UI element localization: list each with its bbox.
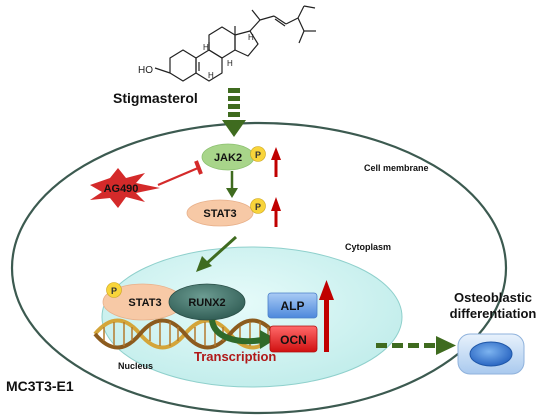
jak2-phospho-badge <box>250 146 266 162</box>
osteoblast-nucleus-icon <box>469 341 513 367</box>
stat3-nuc-phospho-label: P <box>111 286 117 296</box>
stat3-up-arrow <box>271 197 281 227</box>
stat3-nuc-label: STAT3 <box>128 297 161 309</box>
alp-box <box>267 292 318 319</box>
molecule-h-label-4: H <box>248 33 254 42</box>
outcome-label-line1: Osteoblastic <box>454 290 532 305</box>
runx2-label: RUNX2 <box>188 297 225 309</box>
cytoplasm-label: Cytoplasm <box>345 242 391 252</box>
transcription-arrow <box>209 319 276 349</box>
stat3-to-nucleus-arrow <box>196 235 238 272</box>
cell-membrane-label: Cell membrane <box>364 163 429 173</box>
ag490-label: AG490 <box>104 183 139 195</box>
molecule-ho-label: HO <box>138 65 153 76</box>
cell-line-label: MC3T3-E1 <box>6 378 74 394</box>
stigmasterol-structure: H H H H <box>154 5 316 82</box>
runx2-node <box>168 283 246 321</box>
stat3-cyto-phospho-label: P <box>255 202 261 212</box>
jak2-label: JAK2 <box>214 152 242 164</box>
jak2-up-arrow <box>271 147 281 177</box>
outcome-label-line2: differentiation <box>450 306 537 321</box>
jak2-phospho-label: P <box>255 150 261 160</box>
expression-up-arrow <box>319 280 334 352</box>
ocn-box <box>269 325 318 353</box>
molecule-name: Stigmasterol <box>113 90 198 106</box>
differentiation-arrow <box>376 336 456 355</box>
stat3-cyto-label: STAT3 <box>203 208 236 220</box>
transcription-label: Transcription <box>194 349 276 364</box>
cell-membrane-outline <box>10 121 508 415</box>
ocn-label: OCN <box>280 333 307 347</box>
ag490-inhibition-line <box>157 160 203 187</box>
stat3-cyto-node <box>186 199 254 227</box>
molecule-to-jak2-arrow <box>222 88 246 137</box>
alp-label: ALP <box>281 299 305 313</box>
stat3-nuc-phospho-badge <box>106 282 122 298</box>
molecule-h-label-3: H <box>208 71 214 80</box>
molecule-h-label-2: H <box>227 59 233 68</box>
jak2-to-stat3-arrow <box>226 171 238 198</box>
molecule-h-label-1: H <box>203 43 209 52</box>
ag490-starburst <box>90 168 160 208</box>
stat3-cyto-phospho-badge <box>250 198 266 214</box>
nucleus-label: Nucleus <box>118 361 153 371</box>
